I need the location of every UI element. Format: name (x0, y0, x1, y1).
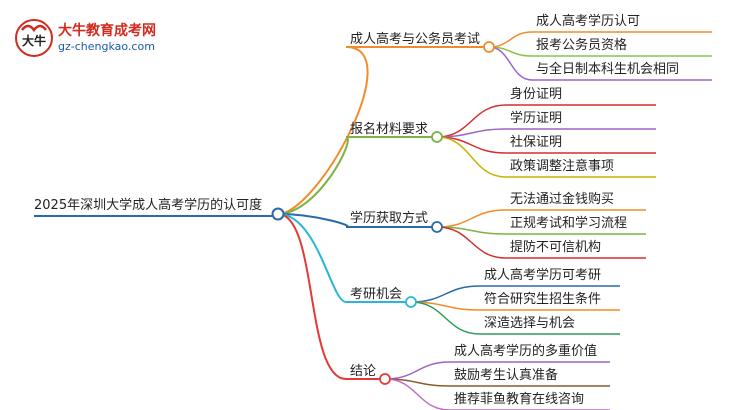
branch-topic[interactable]: 成人高考与公务员考试 (350, 32, 481, 47)
leaf-topic[interactable]: 成人高考学历的多重价值 (454, 344, 598, 359)
leaf-topic[interactable]: 社保证明 (510, 135, 563, 150)
leaf-topic[interactable]: 成人高考学历认可 (536, 14, 641, 29)
logo-title: 大牛教育成考网 (58, 23, 156, 39)
root-node-dot[interactable] (271, 207, 285, 221)
leaf-topic[interactable]: 成人高考学历可考研 (484, 268, 602, 283)
leaf-topic[interactable]: 正规考试和学习流程 (510, 216, 628, 231)
branch-topic[interactable]: 结论 (350, 364, 377, 379)
leaf-topic[interactable]: 身份证明 (510, 87, 563, 102)
leaf-topic[interactable]: 深造选择与机会 (484, 316, 576, 331)
leaf-topic[interactable]: 提防不可信机构 (510, 240, 602, 255)
logo-url: gz-chengkao.com (58, 40, 155, 53)
leaf-topic[interactable]: 推荐菲鱼教育在线咨询 (454, 392, 585, 407)
leaf-topic[interactable]: 符合研究生招生条件 (484, 292, 602, 307)
site-logo[interactable]: 大牛 大牛教育成考网 gz-chengkao.com (14, 18, 164, 58)
branch-connector (277, 46, 369, 215)
leaf-topic[interactable]: 学历证明 (510, 111, 563, 126)
branch-node-dot[interactable] (405, 296, 417, 308)
branch-node-dot[interactable] (379, 373, 391, 385)
leaf-topic[interactable]: 政策调整注意事项 (510, 159, 615, 174)
leaf-topic[interactable]: 无法通过金钱购买 (510, 192, 615, 207)
branch-connector (277, 213, 347, 303)
branch-topic[interactable]: 学历获取方式 (350, 211, 429, 226)
logo-mark-text: 大牛 (22, 33, 46, 48)
leaf-connector (436, 209, 507, 228)
leaf-connector (488, 31, 533, 48)
branch-connector (277, 136, 349, 215)
leaf-topic[interactable]: 报考公务员资格 (536, 38, 628, 53)
leaf-topic[interactable]: 与全日制本科生机会相同 (536, 62, 680, 77)
branch-topic[interactable]: 考研机会 (350, 287, 403, 302)
branch-node-dot[interactable] (431, 131, 443, 143)
bull-logo-icon: 大牛 (15, 19, 53, 57)
branch-node-dot[interactable] (431, 221, 443, 233)
leaf-connector (410, 285, 481, 303)
leaf-topic[interactable]: 鼓励考生认真准备 (454, 368, 559, 383)
leaf-connector (436, 136, 507, 154)
leaf-connector (384, 361, 451, 380)
leaf-connector (436, 104, 507, 138)
leaf-connector (410, 301, 481, 335)
branch-node-dot[interactable] (483, 41, 495, 53)
leaf-connector (436, 226, 507, 259)
leaf-connector (384, 378, 451, 410)
branch-topic[interactable]: 报名材料要求 (350, 122, 429, 137)
leaf-connector (436, 136, 507, 178)
root-topic[interactable]: 2025年深圳大学成人高考学历的认可度 (34, 198, 263, 213)
branch-connector (277, 213, 347, 380)
